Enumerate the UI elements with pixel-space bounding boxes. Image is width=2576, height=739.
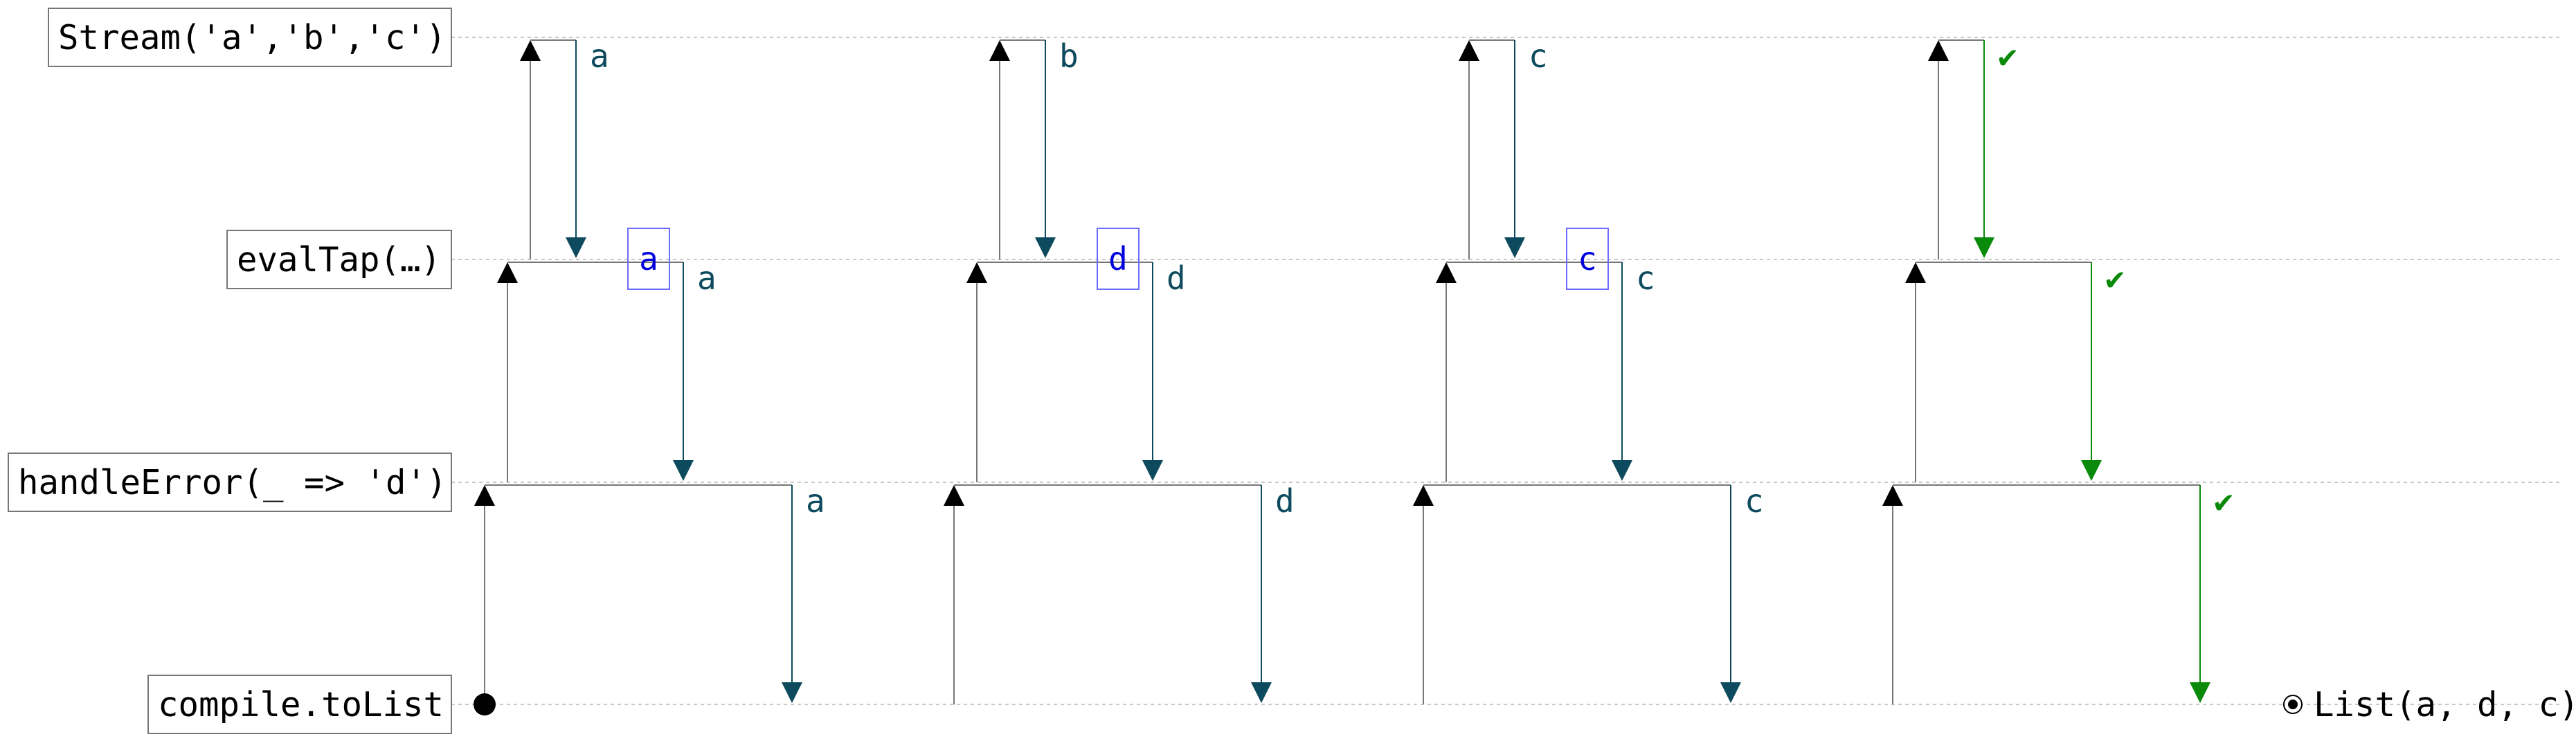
tap-box bbox=[1566, 228, 1609, 290]
pull-arrow bbox=[520, 40, 541, 61]
cycle-4: ✔ ✔ ✔ bbox=[1882, 37, 2233, 704]
stage-tolist: compile.toList bbox=[147, 675, 452, 734]
emit-value-handleerror: d bbox=[1275, 482, 1295, 520]
stage-label: handleError(_ => 'd') bbox=[18, 463, 447, 502]
emit-value-handleerror: ✔ bbox=[2214, 482, 2233, 520]
pull-arrow bbox=[989, 40, 1010, 61]
emit-arrow bbox=[1974, 237, 1994, 258]
stage-box bbox=[8, 453, 452, 512]
pull-arrow bbox=[944, 485, 964, 506]
cycle-1: a a a a bbox=[474, 37, 825, 704]
pull-arrow bbox=[474, 485, 495, 506]
emit-arrow bbox=[1035, 237, 1056, 258]
stage-label: evalTap(…) bbox=[237, 240, 441, 280]
emit-arrow bbox=[1251, 682, 1272, 703]
stage-stream: Stream('a','b','c') bbox=[48, 8, 452, 67]
cycle-2: b d d d bbox=[944, 37, 1295, 704]
stage-evaltap: evalTap(…) bbox=[226, 230, 452, 289]
emit-value-stream: b bbox=[1059, 37, 1079, 75]
pull-arrow bbox=[1413, 485, 1434, 506]
emit-value-stream: a bbox=[590, 37, 609, 75]
result: List(a, d, c) bbox=[474, 685, 2576, 724]
tap-value: a bbox=[639, 240, 658, 277]
tap-value: c bbox=[1578, 240, 1597, 277]
stage-label: compile.toList bbox=[158, 685, 444, 724]
pull-arrow bbox=[1436, 262, 1457, 283]
result-marker-inner bbox=[2288, 700, 2298, 709]
emit-arrow bbox=[782, 682, 802, 703]
emit-value-stream: c bbox=[1529, 37, 1548, 75]
emit-value-evaltap: a bbox=[697, 259, 717, 297]
emit-arrow bbox=[2081, 460, 2102, 481]
emit-arrow bbox=[1504, 237, 1525, 258]
emit-arrow bbox=[673, 460, 694, 481]
tap-box bbox=[627, 228, 670, 290]
emit-arrow bbox=[1142, 460, 1163, 481]
stage-handleerror: handleError(_ => 'd') bbox=[8, 453, 452, 512]
pull-arrow bbox=[1928, 40, 1949, 61]
timeline-guides bbox=[451, 37, 2561, 705]
cycle-3: c c c c bbox=[1413, 37, 1764, 704]
emit-value-handleerror: c bbox=[1745, 482, 1764, 520]
emit-value-evaltap: ✔ bbox=[2105, 259, 2125, 297]
pull-arrow bbox=[1882, 485, 1903, 506]
stage-labels: Stream('a','b','c') evalTap(…) handleError… bbox=[8, 8, 452, 734]
tap-box bbox=[1097, 228, 1140, 290]
tap-value: d bbox=[1108, 240, 1128, 277]
emit-value-evaltap: d bbox=[1167, 259, 1186, 297]
emit-value-evaltap: c bbox=[1636, 259, 1655, 297]
emit-arrow bbox=[2190, 682, 2210, 703]
result-label: List(a, d, c) bbox=[2314, 685, 2576, 724]
pull-arrow bbox=[966, 262, 987, 283]
pull-arrow bbox=[1459, 40, 1479, 61]
emit-value-stream: ✔ bbox=[1998, 37, 2017, 75]
emit-arrow bbox=[1720, 682, 1741, 703]
emit-arrow bbox=[566, 237, 586, 258]
start-dot bbox=[474, 693, 496, 715]
stage-label: Stream('a','b','c') bbox=[58, 18, 447, 57]
emit-arrow bbox=[1612, 460, 1632, 481]
cycles: a a a a b d d d c c c c ✔ ✔ ✔ bbox=[474, 37, 2233, 704]
pull-arrow bbox=[497, 262, 518, 283]
stage-box bbox=[226, 230, 452, 289]
emit-value-handleerror: a bbox=[806, 482, 825, 520]
stage-box bbox=[48, 8, 452, 67]
pull-arrow bbox=[1905, 262, 1926, 283]
stage-box bbox=[147, 675, 452, 734]
